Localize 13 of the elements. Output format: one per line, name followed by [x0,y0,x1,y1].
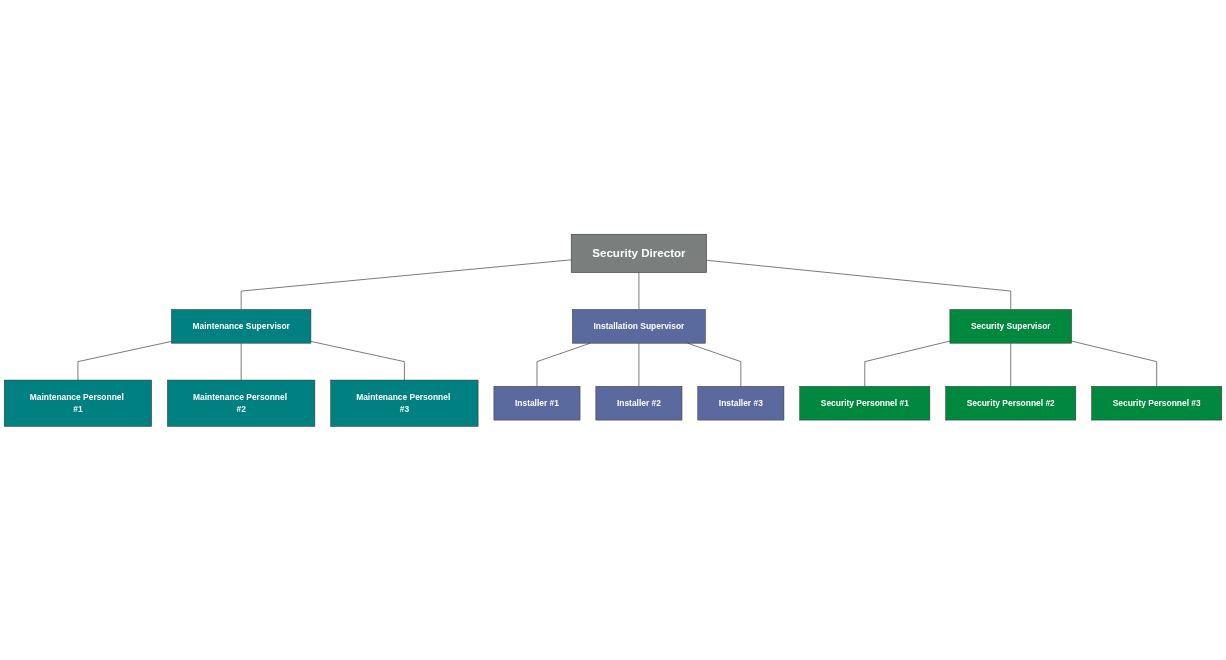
node-box: Security Supervisor [949,308,1072,344]
node-box: Security Director [570,233,707,273]
node-box: Installation Supervisor [572,308,706,344]
node-box: Maintenance Personnel #3 [330,379,479,427]
node-box: Maintenance Personnel #2 [167,379,316,427]
node-box: Security Personnel #1 [799,385,931,421]
node-box: Installer #3 [697,385,785,421]
node-box: Security Personnel #3 [1091,385,1223,421]
node-box: Security Personnel #2 [945,385,1077,421]
node-box: Maintenance Personnel #1 [3,379,152,427]
node-box: Installer #1 [493,385,581,421]
node-box: Installer #2 [595,385,683,421]
node-box: Maintenance Supervisor [171,308,312,344]
